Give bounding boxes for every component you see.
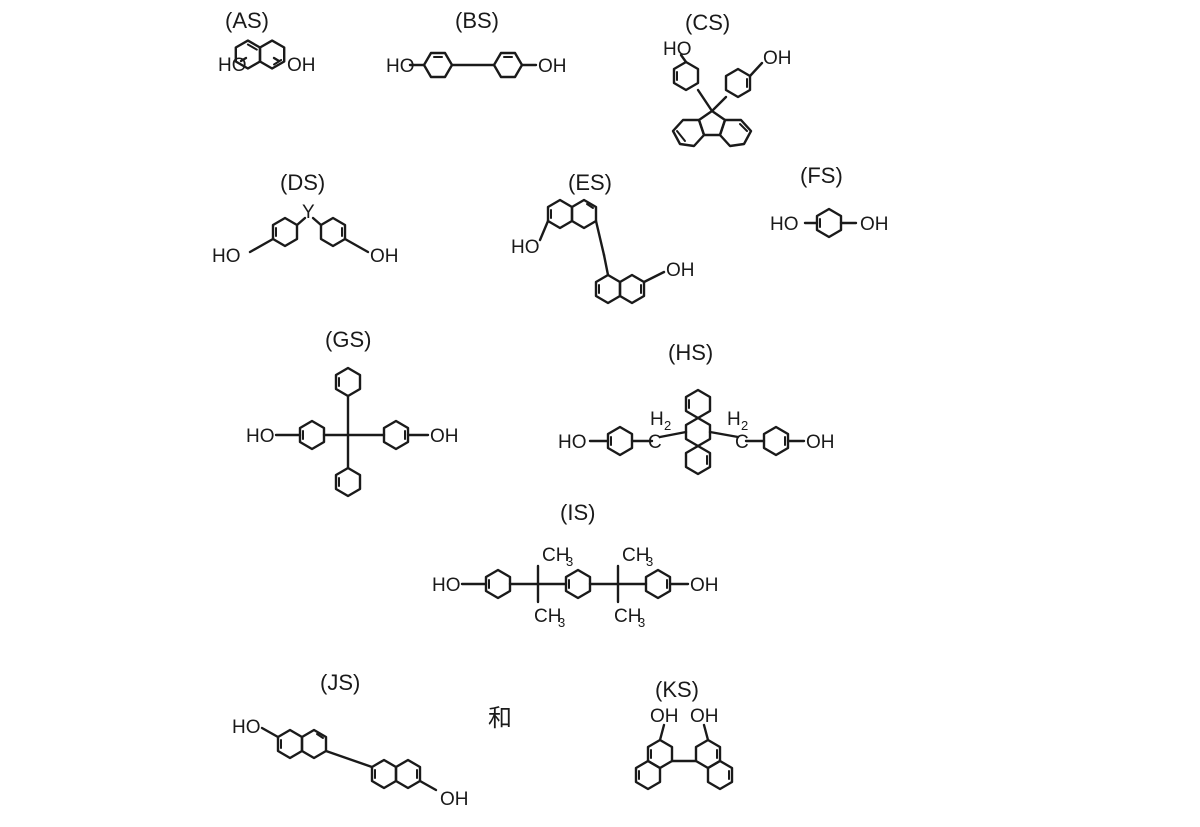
cs-group-ho: HO <box>663 39 692 60</box>
ds-group-oh: OH <box>370 246 399 267</box>
compound-hs: (HS) HO OH H 2 H 2 C C <box>558 340 835 476</box>
hs-h-right: H <box>727 409 741 430</box>
gs-group-ho: HO <box>246 426 275 447</box>
fs-group-oh: OH <box>860 214 889 235</box>
is-sub-tr: 3 <box>646 554 653 569</box>
hs-sub-left: 2 <box>664 418 671 433</box>
es-group-ho: HO <box>511 237 540 258</box>
label-hs: (HS) <box>668 340 713 365</box>
cs-group-oh: OH <box>763 48 792 69</box>
label-as: (AS) <box>225 8 269 33</box>
label-is: (IS) <box>560 500 595 525</box>
is-ch-tr: CH <box>622 545 649 566</box>
label-fs: (FS) <box>800 163 843 188</box>
ks-group-oh-left: OH <box>650 706 679 727</box>
js-group-oh: OH <box>440 789 469 810</box>
compound-ds: (DS) Y HO OH <box>212 170 399 267</box>
compound-is: (IS) HO OH CH 3 CH 3 CH 3 CH 3 <box>432 500 719 630</box>
compound-as: (AS) HO OH <box>218 8 316 76</box>
hs-sub-right: 2 <box>741 418 748 433</box>
hs-group-ho: HO <box>558 432 587 453</box>
is-sub-bl: 3 <box>558 615 565 630</box>
hs-c-left: C <box>648 432 662 453</box>
label-bs: (BS) <box>455 8 499 33</box>
is-sub-tl: 3 <box>566 554 573 569</box>
compound-js: (JS) HO OH <box>232 670 469 810</box>
hs-h-left: H <box>650 409 664 430</box>
js-group-ho: HO <box>232 717 261 738</box>
label-es: (ES) <box>568 170 612 195</box>
hs-c-right: C <box>735 432 749 453</box>
compound-bs: (BS) HO OH <box>386 8 567 79</box>
ds-bridge-y: Y <box>302 202 315 223</box>
is-group-ho: HO <box>432 575 461 596</box>
compound-ks: (KS) OH OH <box>634 677 734 791</box>
label-ks: (KS) <box>655 677 699 702</box>
gs-group-oh: OH <box>430 426 459 447</box>
conjunction-text: 和 <box>488 704 512 732</box>
bs-group-oh: OH <box>538 56 567 77</box>
hs-group-oh: OH <box>806 432 835 453</box>
compound-gs: (GS) HO OH <box>246 327 459 498</box>
ks-group-oh-right: OH <box>690 706 719 727</box>
is-ch-bl: CH <box>534 606 561 627</box>
as-group-ho: HO <box>218 55 247 76</box>
label-js: (JS) <box>320 670 360 695</box>
bs-group-ho: HO <box>386 56 415 77</box>
label-ds: (DS) <box>280 170 325 195</box>
is-ch-tl: CH <box>542 545 569 566</box>
label-gs: (GS) <box>325 327 371 352</box>
fs-group-ho: HO <box>770 214 799 235</box>
compound-fs: (FS) HO OH <box>770 163 889 239</box>
compound-cs: (CS) HO OH <box>663 10 792 148</box>
compound-es: (ES) HO OH <box>511 170 695 305</box>
is-group-oh: OH <box>690 575 719 596</box>
label-cs: (CS) <box>685 10 730 35</box>
is-ch-br: CH <box>614 606 641 627</box>
as-group-oh: OH <box>287 55 316 76</box>
ds-group-ho: HO <box>212 246 241 267</box>
es-group-oh: OH <box>666 260 695 281</box>
is-sub-br: 3 <box>638 615 645 630</box>
